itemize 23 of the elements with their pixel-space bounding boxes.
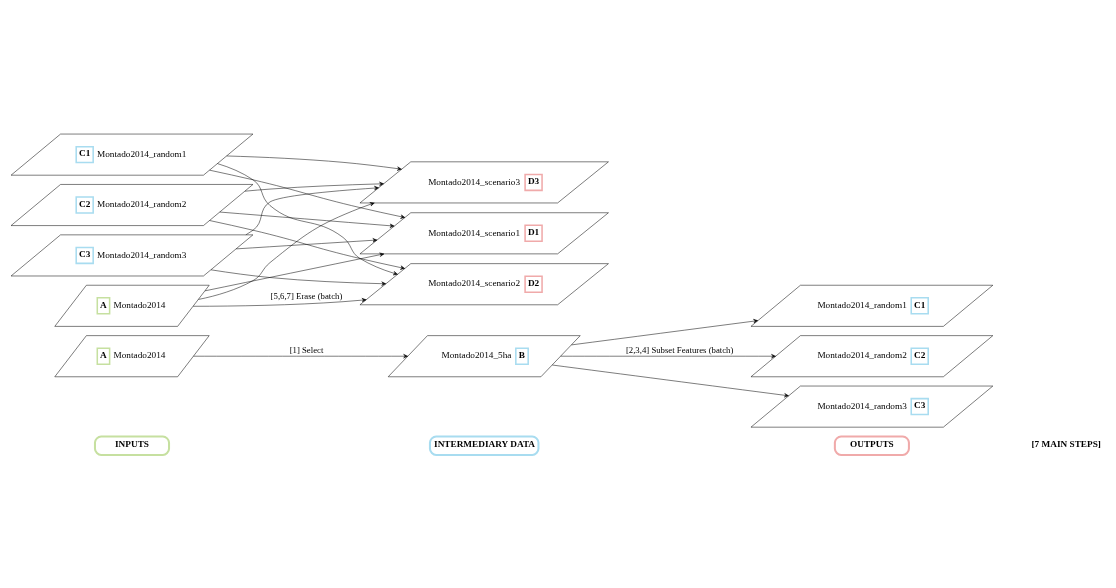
arrow [217, 162, 398, 275]
arrow [210, 269, 387, 286]
arrow [192, 297, 367, 307]
legend-label: INTERMEDIARY DATA [434, 438, 536, 449]
arrow [560, 353, 776, 358]
edge-label: [5,6,7] Erase (batch) [270, 290, 343, 301]
arrow [198, 201, 375, 300]
label: [7 MAIN STEPS] [1031, 438, 1101, 449]
edge-label: [2,3,4] Subset Features (batch) [625, 344, 734, 355]
arrow [235, 237, 378, 249]
arrow [219, 211, 395, 228]
edge-label: [1] Select [289, 344, 324, 355]
legend-label: OUTPUTS [850, 438, 894, 449]
arrow [209, 219, 405, 270]
arrow [209, 169, 406, 219]
arrow [245, 185, 379, 235]
arrow [193, 353, 408, 358]
legend-label: INPUTS [115, 438, 149, 449]
arrow [204, 252, 385, 291]
arrow [244, 181, 384, 191]
arrow [226, 155, 402, 171]
arrow [552, 364, 789, 397]
arrow [571, 318, 758, 345]
